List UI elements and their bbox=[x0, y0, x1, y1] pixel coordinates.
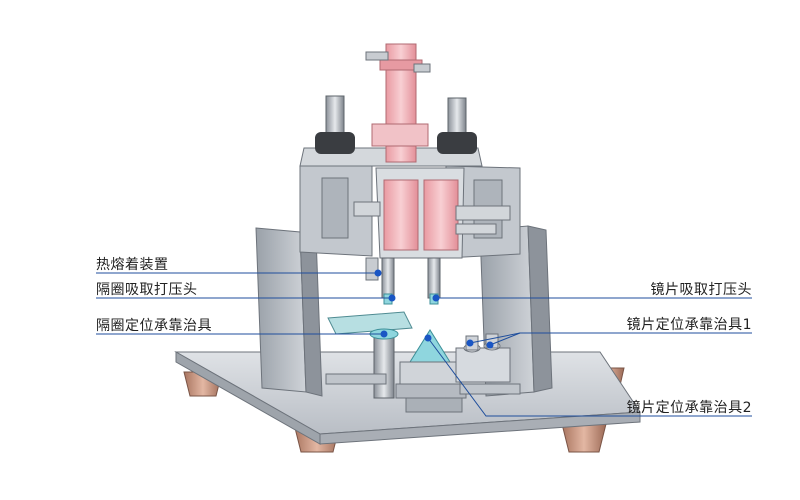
leader-lines bbox=[96, 272, 752, 417]
side-frames bbox=[255, 225, 553, 397]
label-lens-positioning-fixture-1: 镜片定位承靠治具1 bbox=[626, 317, 752, 333]
spacer-fixture bbox=[327, 311, 413, 399]
leader-line-lens-fixture-1b bbox=[469, 332, 521, 344]
marker-lens-press bbox=[432, 294, 440, 302]
guide-rods bbox=[315, 95, 477, 154]
slide-rails bbox=[325, 373, 521, 413]
label-lens-suction-press-head: 镜片吸取打压头 bbox=[650, 282, 752, 298]
leader-line-lens-fixture-2 bbox=[427, 337, 752, 417]
press-head-bodies bbox=[353, 167, 511, 259]
label-hot-melt-device: 热熔着装置 bbox=[96, 257, 169, 273]
label-lens-positioning-fixture-2: 镜片定位承靠治具2 bbox=[626, 400, 752, 416]
marker-lens-fixture-2 bbox=[424, 334, 432, 342]
label-spacer-positioning-fixture: 隔圈定位承靠治具 bbox=[96, 318, 212, 334]
marker-lens-fixture-1b bbox=[466, 339, 474, 347]
lens-fixture-1 bbox=[455, 333, 511, 383]
marker-dots bbox=[374, 269, 494, 349]
marker-hot-melt bbox=[374, 269, 382, 277]
marker-spacer-press bbox=[388, 294, 396, 302]
label-spacer-suction-press-head: 隔圈吸取打压头 bbox=[96, 282, 198, 298]
suction-stems bbox=[365, 257, 441, 305]
marker-spacer-fixture bbox=[380, 330, 388, 338]
pink-cylinder bbox=[365, 43, 431, 163]
marker-lens-fixture-1a bbox=[486, 341, 494, 349]
